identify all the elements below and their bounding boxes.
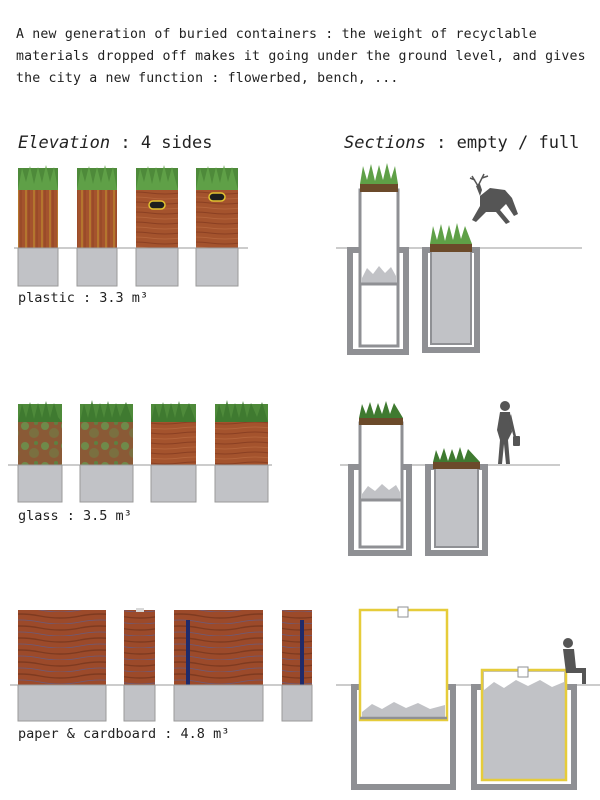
elevation-container-glass-2 (79, 400, 134, 503)
elevation-container-paper-4 (281, 610, 313, 722)
row-plastic (14, 163, 582, 355)
row-paper (10, 606, 600, 790)
caption-glass: glass : 3.5 m³ (18, 508, 132, 524)
sections-heading-rest: : empty / full (425, 133, 580, 153)
elevation-container-paper-2 (123, 608, 156, 722)
intro-text: A new generation of buried containers : … (16, 27, 586, 86)
section-full-glass (425, 447, 488, 556)
deposit-slot (148, 200, 166, 210)
caption-paper: paper & cardboard : 4.8 m³ (18, 726, 230, 742)
elevation-container-paper-3 (173, 610, 264, 722)
elevation-container-plastic-4 (195, 165, 239, 287)
elevation-container-glass-3 (150, 401, 197, 503)
woman-silhouette (497, 401, 520, 464)
deer-silhouette (469, 173, 518, 224)
section-empty-glass (348, 401, 412, 556)
elevation-heading-rest: : 4 sides (110, 133, 213, 153)
sections-heading: Sections : empty / full (344, 133, 579, 153)
sections-heading-emph: Sections (344, 133, 426, 153)
elevation-heading-emph: Elevation (18, 133, 111, 153)
elevation-container-plastic-3 (135, 165, 179, 287)
elevation-container-glass-1 (17, 401, 63, 503)
section-empty-plastic (347, 163, 409, 355)
elevation-container-paper-1 (17, 610, 107, 722)
section-full-paper (471, 666, 577, 790)
section-empty-paper (351, 606, 456, 790)
seated-person-silhouette (563, 638, 586, 684)
deposit-slot (186, 620, 190, 685)
elevation-container-plastic-1 (17, 165, 59, 287)
deposit-slot (208, 192, 226, 202)
caption-plastic: plastic : 3.3 m³ (18, 290, 149, 306)
elevation-container-plastic-2 (76, 165, 118, 287)
elevation-heading: Elevation : 4 sides (18, 133, 212, 153)
row-glass (8, 400, 560, 556)
deposit-slot (300, 620, 304, 685)
elevation-container-glass-4 (214, 400, 269, 503)
section-full-plastic (422, 223, 480, 353)
